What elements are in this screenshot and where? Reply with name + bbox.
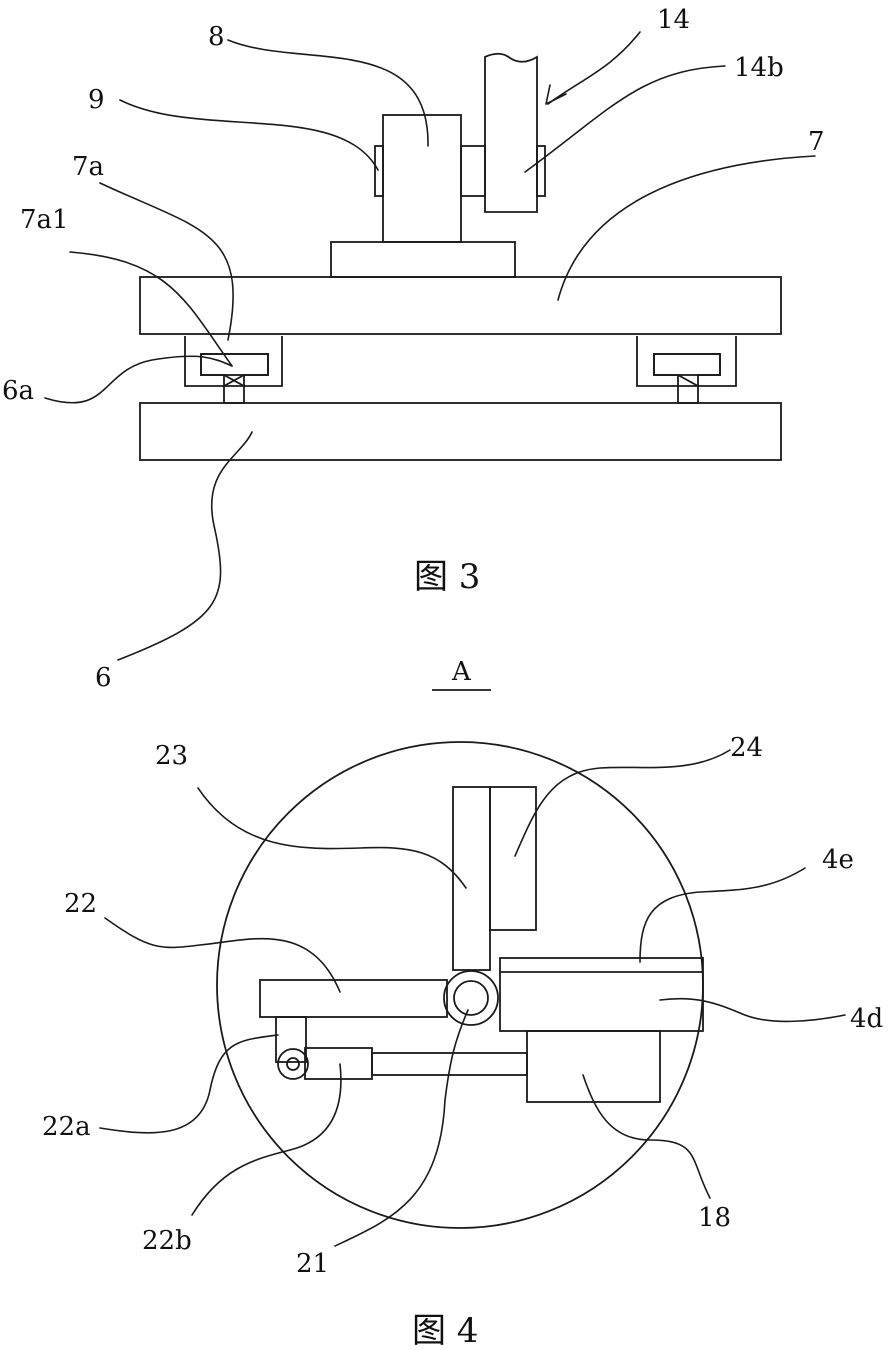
pivot-21-outer bbox=[444, 971, 498, 1025]
leader-lines-fig4 bbox=[100, 750, 845, 1246]
motor-8 bbox=[383, 115, 461, 242]
link-pin-outer bbox=[278, 1049, 308, 1079]
label-14: 14 bbox=[657, 5, 690, 35]
label-7a: 7a bbox=[72, 152, 104, 182]
pivot-21-inner bbox=[454, 981, 488, 1015]
arm-22 bbox=[260, 980, 447, 1017]
label-14b: 14b bbox=[734, 53, 784, 83]
block-4d bbox=[500, 958, 703, 1031]
guide-rail-right bbox=[637, 336, 736, 403]
label-8: 8 bbox=[208, 22, 225, 52]
label-6: 6 bbox=[95, 663, 112, 693]
label-22b: 22b bbox=[142, 1226, 192, 1256]
label-22a: 22a bbox=[42, 1112, 91, 1142]
lower-plate-6 bbox=[140, 403, 781, 460]
figure-3: 14 14b 8 9 7a 7 7a1 6a 6 图 3 bbox=[2, 5, 825, 693]
guide-rail-left bbox=[185, 336, 282, 403]
label-24: 24 bbox=[730, 733, 763, 763]
label-4d: 4d bbox=[850, 1004, 883, 1034]
stub-14b bbox=[537, 146, 545, 196]
figure-4-caption: 图 4 bbox=[412, 1311, 478, 1350]
shaft-9-left bbox=[375, 146, 383, 196]
shaft-9-center bbox=[461, 146, 485, 196]
cylinder-22b bbox=[305, 1048, 372, 1079]
label-9: 9 bbox=[88, 85, 105, 115]
block-24 bbox=[490, 787, 536, 930]
base-block bbox=[331, 242, 515, 277]
label-23: 23 bbox=[155, 741, 188, 771]
figure-3-caption: 图 3 bbox=[414, 557, 480, 597]
section-marker: A bbox=[432, 657, 491, 690]
label-6a: 6a bbox=[2, 376, 34, 406]
label-7a1: 7a1 bbox=[20, 205, 69, 235]
wheel-14 bbox=[485, 54, 537, 212]
label-22: 22 bbox=[64, 889, 97, 919]
label-7: 7 bbox=[808, 127, 825, 157]
label-21: 21 bbox=[296, 1249, 329, 1279]
upper-plate-7 bbox=[140, 277, 781, 334]
link-pin-inner bbox=[287, 1058, 299, 1070]
actuator-18 bbox=[527, 1031, 660, 1102]
figure-4: 23 24 22 4e 4d 22a 22b 21 18 图 4 bbox=[42, 733, 883, 1350]
label-4e: 4e bbox=[822, 845, 854, 875]
section-label-a: A bbox=[451, 657, 472, 687]
label-18: 18 bbox=[698, 1203, 731, 1233]
